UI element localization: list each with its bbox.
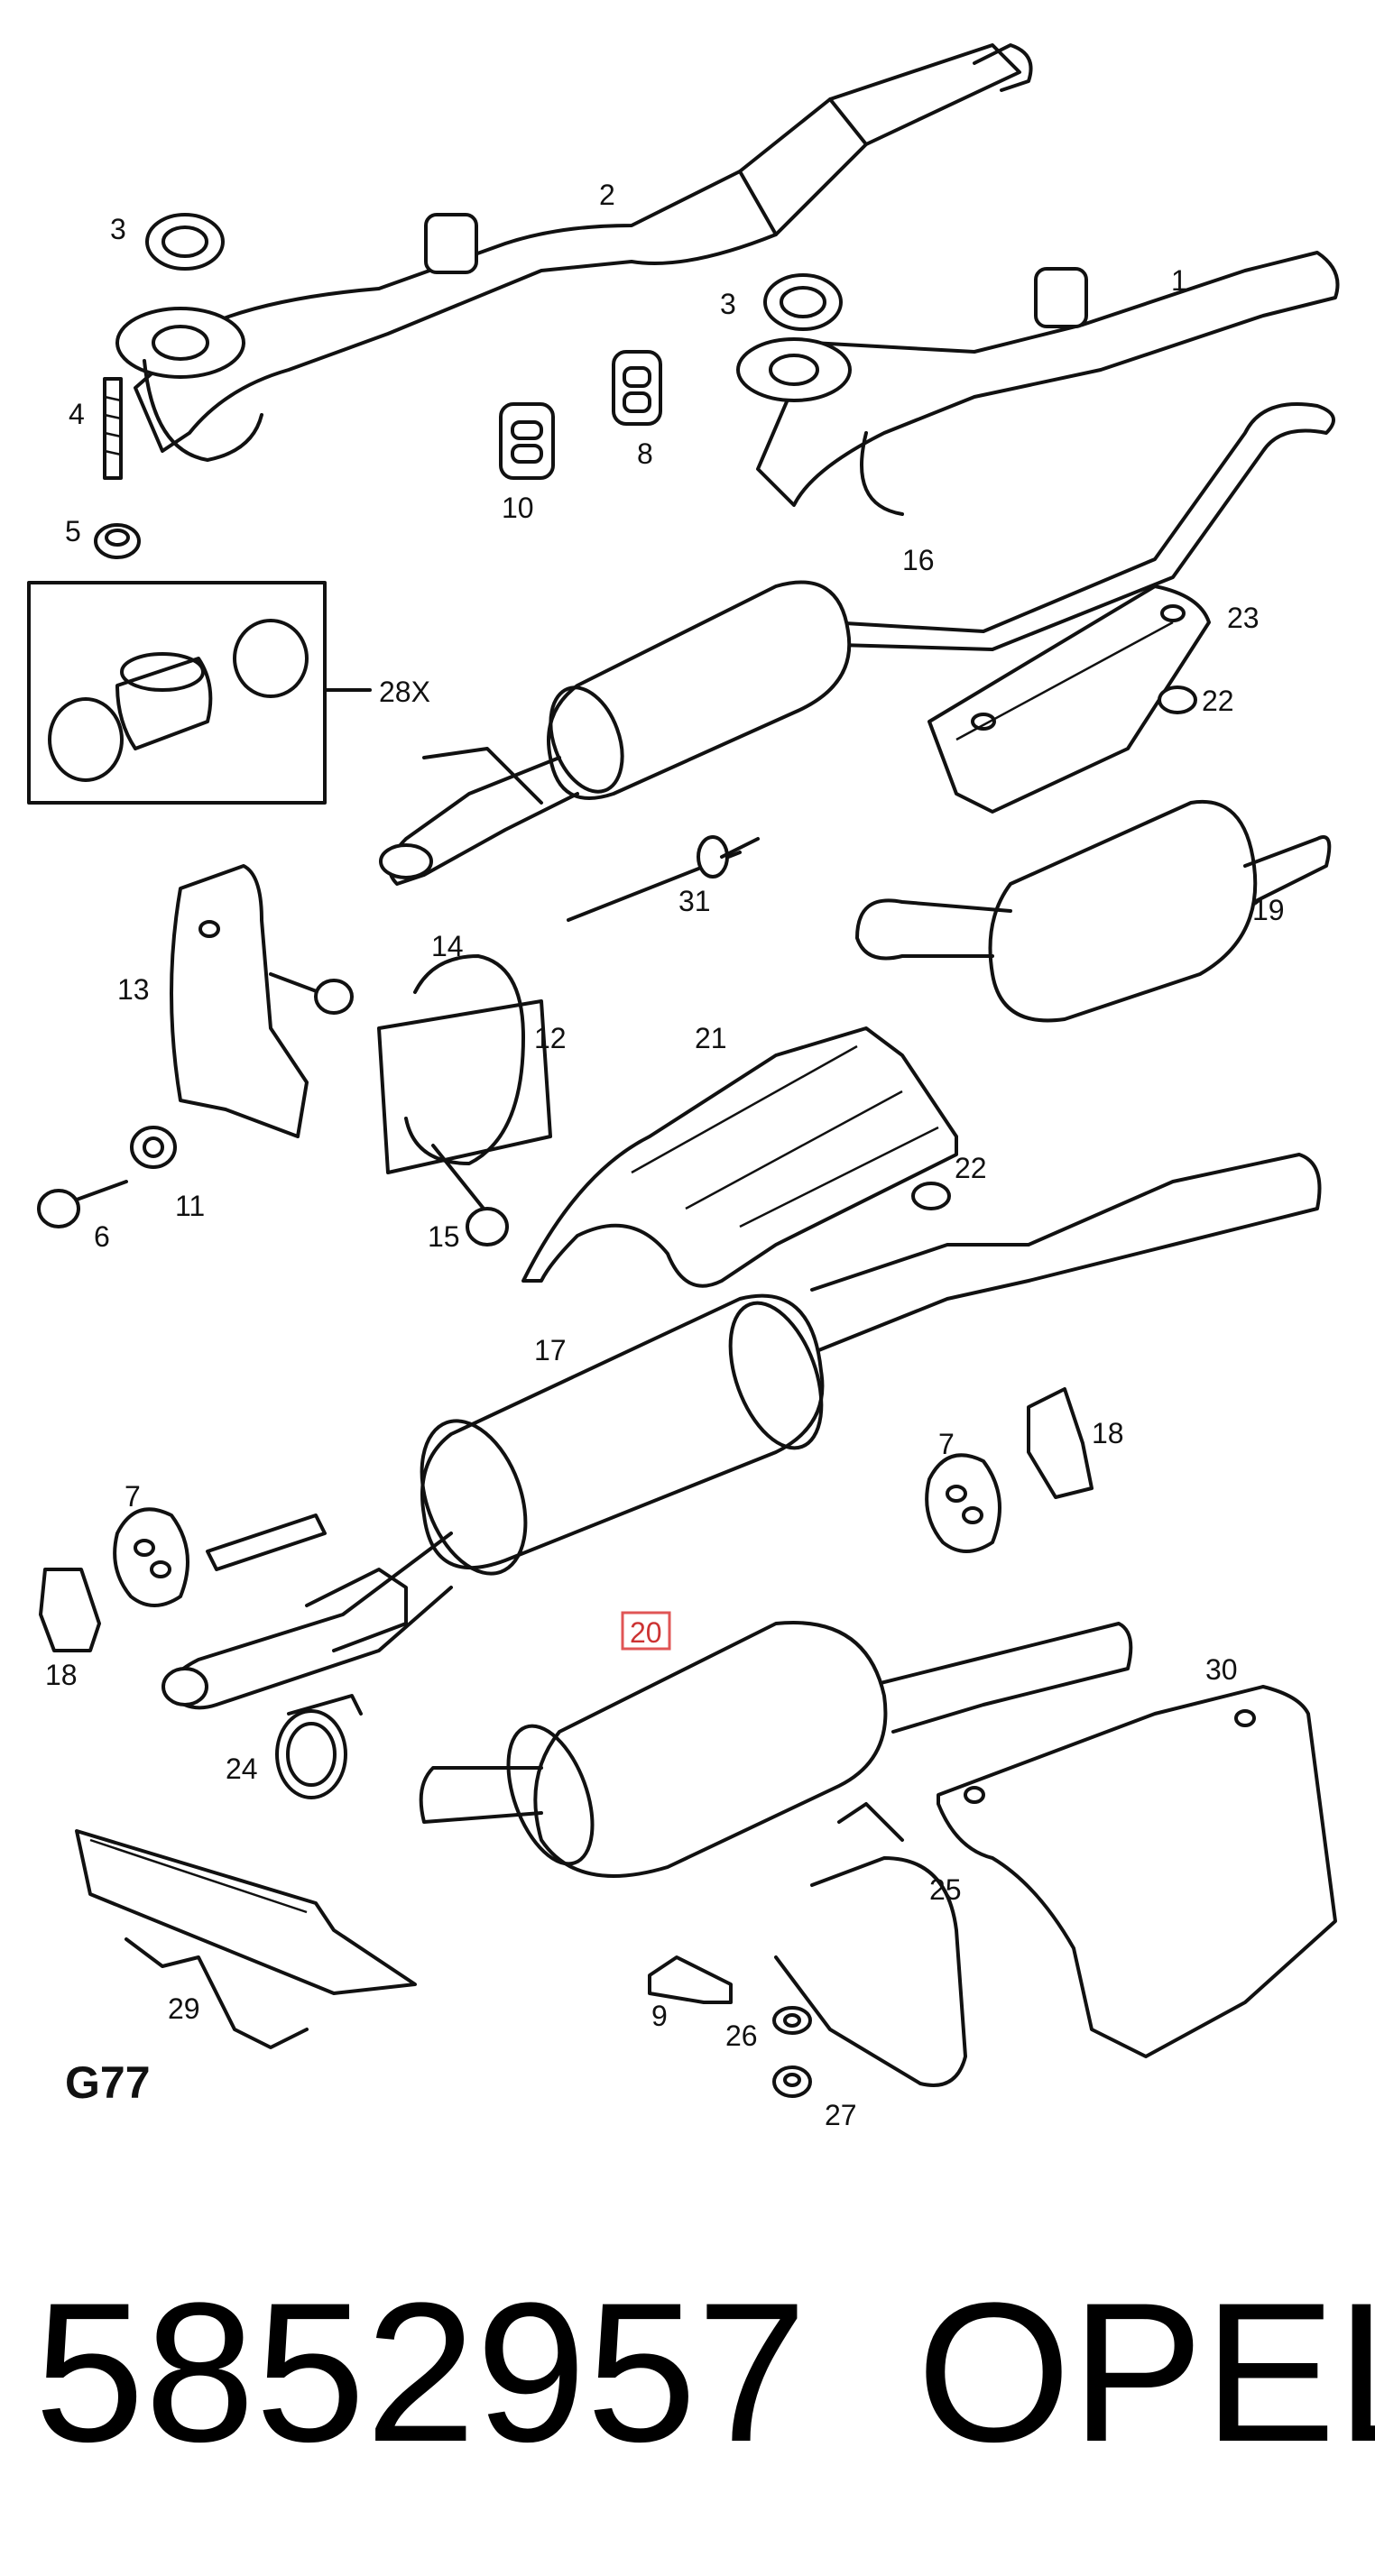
intermediate-pipe-16 (379, 402, 1335, 886)
rubber-mount-10 (499, 402, 555, 480)
callout-26: 26 (725, 2019, 758, 2052)
heat-shield-23 (927, 584, 1211, 814)
nut-5 (94, 523, 141, 559)
bracket-13 (170, 864, 309, 1138)
callout-16: 16 (902, 544, 935, 576)
footer: 5852957 OPEL (0, 2255, 1375, 2489)
callout-6: 6 (94, 1220, 110, 1253)
callout-3-left: 3 (110, 213, 126, 245)
callout-18-right: 18 (1092, 1417, 1124, 1449)
callout-12: 12 (534, 1022, 567, 1054)
bolt-6 (37, 1180, 128, 1228)
callout-4: 4 (69, 398, 85, 430)
rubber-mount-8 (612, 350, 662, 426)
bolt-15 (431, 1144, 509, 1247)
callout-labels: 1 2 3 3 4 5 6 7 7 8 9 10 11 12 13 14 15 … (45, 179, 1285, 2131)
callout-22-lower: 22 (955, 1152, 987, 1184)
callout-11: 11 (175, 1190, 205, 1222)
heat-shield-30 (937, 1685, 1337, 2058)
callout-3-right: 3 (720, 288, 736, 320)
clamp-24 (275, 1694, 363, 1799)
center-muffler-17 (161, 1153, 1322, 1710)
callout-19: 19 (1252, 894, 1285, 926)
callout-28x: 28X (379, 676, 430, 708)
heat-shield-21 (521, 1026, 958, 1288)
rubber-mount-upper-left (424, 213, 478, 274)
diagram-code: G77 (65, 2057, 151, 2108)
callout-20-highlight (621, 1611, 671, 1651)
callout-31: 31 (678, 885, 711, 917)
callout-15: 15 (428, 1220, 460, 1253)
callout-9: 9 (651, 2000, 668, 2032)
clamp-14-12 (377, 954, 552, 1174)
washer-11 (130, 1126, 177, 1169)
callout-7-right: 7 (938, 1428, 955, 1460)
nut-22-lower (911, 1182, 951, 1210)
callout-10: 10 (502, 492, 534, 524)
gasket-3-right (763, 273, 843, 331)
callout-18-left: 18 (45, 1659, 78, 1691)
clip-18-right (1027, 1387, 1094, 1499)
clip-18-left (39, 1568, 101, 1652)
callout-21: 21 (695, 1022, 727, 1054)
callout-23: 23 (1227, 602, 1260, 634)
callout-20: 20 (630, 1616, 662, 1649)
rear-muffler-19 (855, 799, 1332, 1023)
callout-17: 17 (534, 1334, 567, 1366)
rubber-mount-upper-right (1034, 267, 1088, 328)
stud-4 (103, 377, 123, 480)
callout-29: 29 (168, 1992, 200, 2025)
callout-1: 1 (1171, 264, 1187, 297)
callout-24: 24 (226, 1753, 258, 1785)
callout-27: 27 (825, 2099, 857, 2131)
callout-25: 25 (929, 1873, 962, 1906)
callout-14: 14 (431, 930, 464, 962)
callout-7-left: 7 (125, 1480, 141, 1513)
clamp-kit-28x (27, 581, 372, 805)
heat-shield-29 (75, 1829, 417, 2049)
nut-22-upper (1158, 685, 1197, 714)
callout-8: 8 (637, 437, 653, 470)
callout-13: 13 (117, 973, 150, 1006)
bolt-upper (269, 972, 354, 1015)
bracket-9 (648, 1955, 733, 2004)
washer-26 (772, 2006, 812, 2035)
callout-30: 30 (1205, 1653, 1238, 1686)
callout-5: 5 (65, 515, 81, 547)
brand-name: OPEL (917, 2261, 1375, 2483)
rear-muffler-20 (419, 1621, 1133, 1878)
front-pipe-right (736, 251, 1340, 516)
part-number: 5852957 (34, 2261, 807, 2483)
nut-27 (772, 2065, 812, 2098)
front-pipe-with-catalyst (115, 43, 1033, 462)
rubber-mount-7-right (925, 1453, 1001, 1553)
callout-2: 2 (599, 179, 615, 211)
rivet-31 (567, 835, 760, 922)
rubber-mount-7-left (113, 1507, 189, 1607)
gasket-3-left (145, 213, 225, 271)
exploded-exhaust-diagram: 1 2 3 3 4 5 6 7 7 8 9 10 11 12 13 14 15 … (27, 43, 1340, 2131)
strap-bracket-25 (774, 1802, 967, 2087)
callout-22-upper: 22 (1202, 685, 1234, 717)
